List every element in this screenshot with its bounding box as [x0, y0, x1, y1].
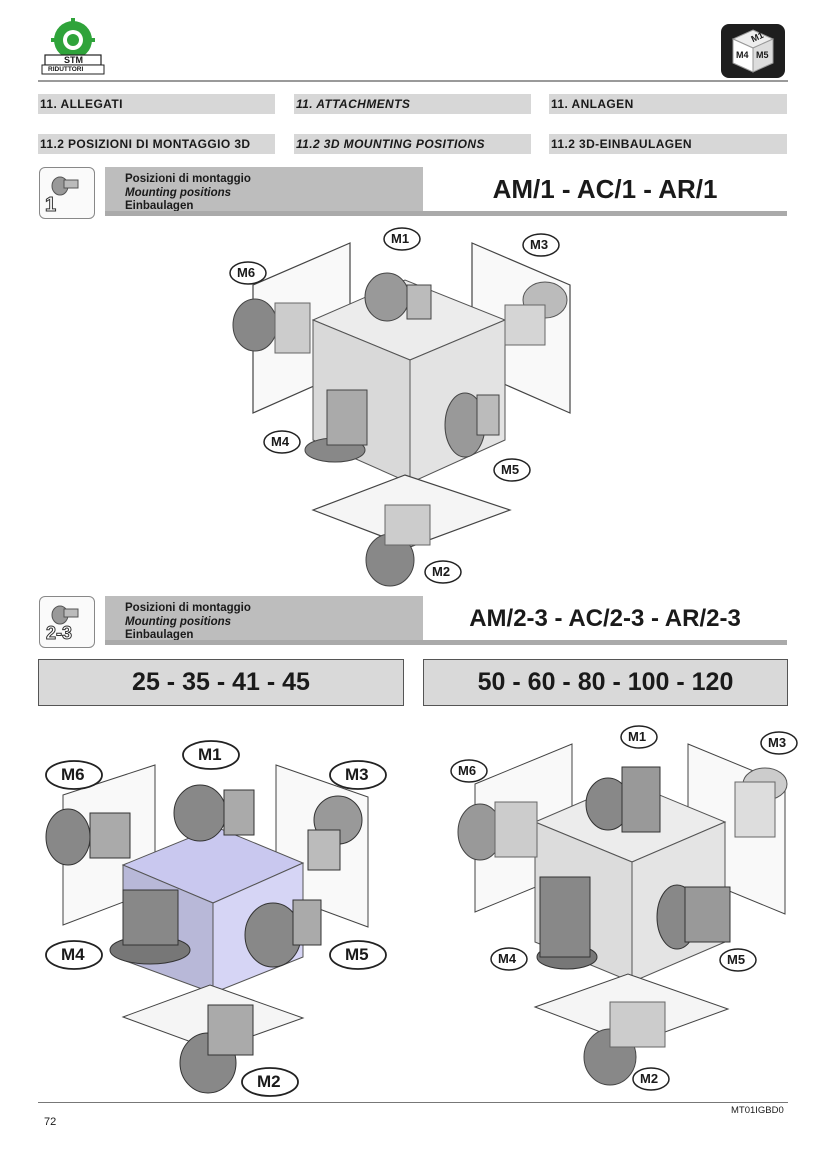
block1-title: AM/1 - AC/1 - AR/1 [423, 167, 787, 212]
block1-labels: Posizioni di montaggio Mounting position… [105, 167, 423, 212]
footer-divider [38, 1102, 788, 1103]
section-title-it: 11. ALLEGATI [38, 94, 275, 114]
block2-title: AM/2-3 - AC/2-3 - AR/2-3 [423, 596, 787, 641]
b2l-label-m1: M1 [628, 729, 647, 744]
b1-label-m6: M6 [237, 265, 256, 280]
b2s-label-m1: M1 [198, 745, 222, 764]
position-2-3-icon: 2-3 [39, 596, 95, 648]
size-range-small: 25 - 35 - 41 - 45 [38, 659, 404, 706]
badge-m4: M4 [736, 50, 749, 60]
block2-large-diagram: M1 M6 M3 M4 M5 M2 [440, 722, 800, 1092]
label-de: Einbaulagen [125, 629, 194, 641]
logo-sub: RIDUTTORI [48, 66, 84, 73]
label-en: Mounting positions [125, 186, 232, 199]
b2s-label-m4: M4 [61, 945, 85, 964]
label-it: Posizioni di montaggio [125, 602, 251, 614]
badge-m5: M5 [756, 50, 769, 60]
block2-labels: Posizioni di montaggio Mounting position… [105, 596, 423, 641]
b2s-label-m5: M5 [345, 945, 369, 964]
b2s-label-m3: M3 [345, 765, 369, 784]
b2l-label-m2: M2 [640, 1071, 659, 1086]
b2l-label-m3: M3 [768, 735, 787, 750]
document-code: MT01IGBD0 [731, 1105, 784, 1116]
b2s-label-m6: M6 [61, 765, 85, 784]
header-divider [38, 80, 788, 82]
size-range-large: 50 - 60 - 80 - 100 - 120 [423, 659, 788, 706]
b1-label-m1: M1 [391, 231, 410, 246]
block1-shadow [105, 211, 787, 216]
logo-brand: STM [64, 55, 83, 65]
block2-shadow [105, 640, 787, 645]
b1-label-m4: M4 [271, 434, 290, 449]
position-1-number: 1 [44, 194, 57, 217]
stm-logo: STM RIDUTTORI [40, 18, 106, 76]
page-number: 72 [44, 1116, 57, 1128]
section-title-de: 11. ANLAGEN [549, 94, 787, 114]
label-en: Mounting positions [125, 615, 232, 628]
b2l-label-m5: M5 [727, 952, 746, 967]
subsection-title-en: 11.2 3D MOUNTING POSITIONS [294, 134, 531, 154]
label-it: Posizioni di montaggio [125, 173, 251, 185]
block2-small-diagram: M1 M6 M3 M4 M5 M2 [38, 735, 408, 1100]
label-de: Einbaulagen [125, 200, 194, 212]
mounting-badge-icon: M1 M4 M5 [721, 24, 785, 78]
position-1-icon: 1 [39, 167, 95, 219]
position-2-3-number: 2-3 [45, 623, 73, 644]
b1-label-m3: M3 [530, 237, 549, 252]
subsection-title-it: 11.2 POSIZIONI DI MONTAGGIO 3D [38, 134, 275, 154]
section-title-en: 11. ATTACHMENTS [294, 94, 531, 114]
b2l-label-m4: M4 [498, 951, 517, 966]
subsection-title-de: 11.2 3D-EINBAULAGEN [549, 134, 787, 154]
b1-label-m2: M2 [432, 564, 451, 579]
b2l-label-m6: M6 [458, 763, 477, 778]
block1-mounting-diagram: M1 M6 M3 M4 M5 M2 [215, 225, 595, 590]
b2s-label-m2: M2 [257, 1072, 281, 1091]
b1-label-m5: M5 [501, 462, 520, 477]
